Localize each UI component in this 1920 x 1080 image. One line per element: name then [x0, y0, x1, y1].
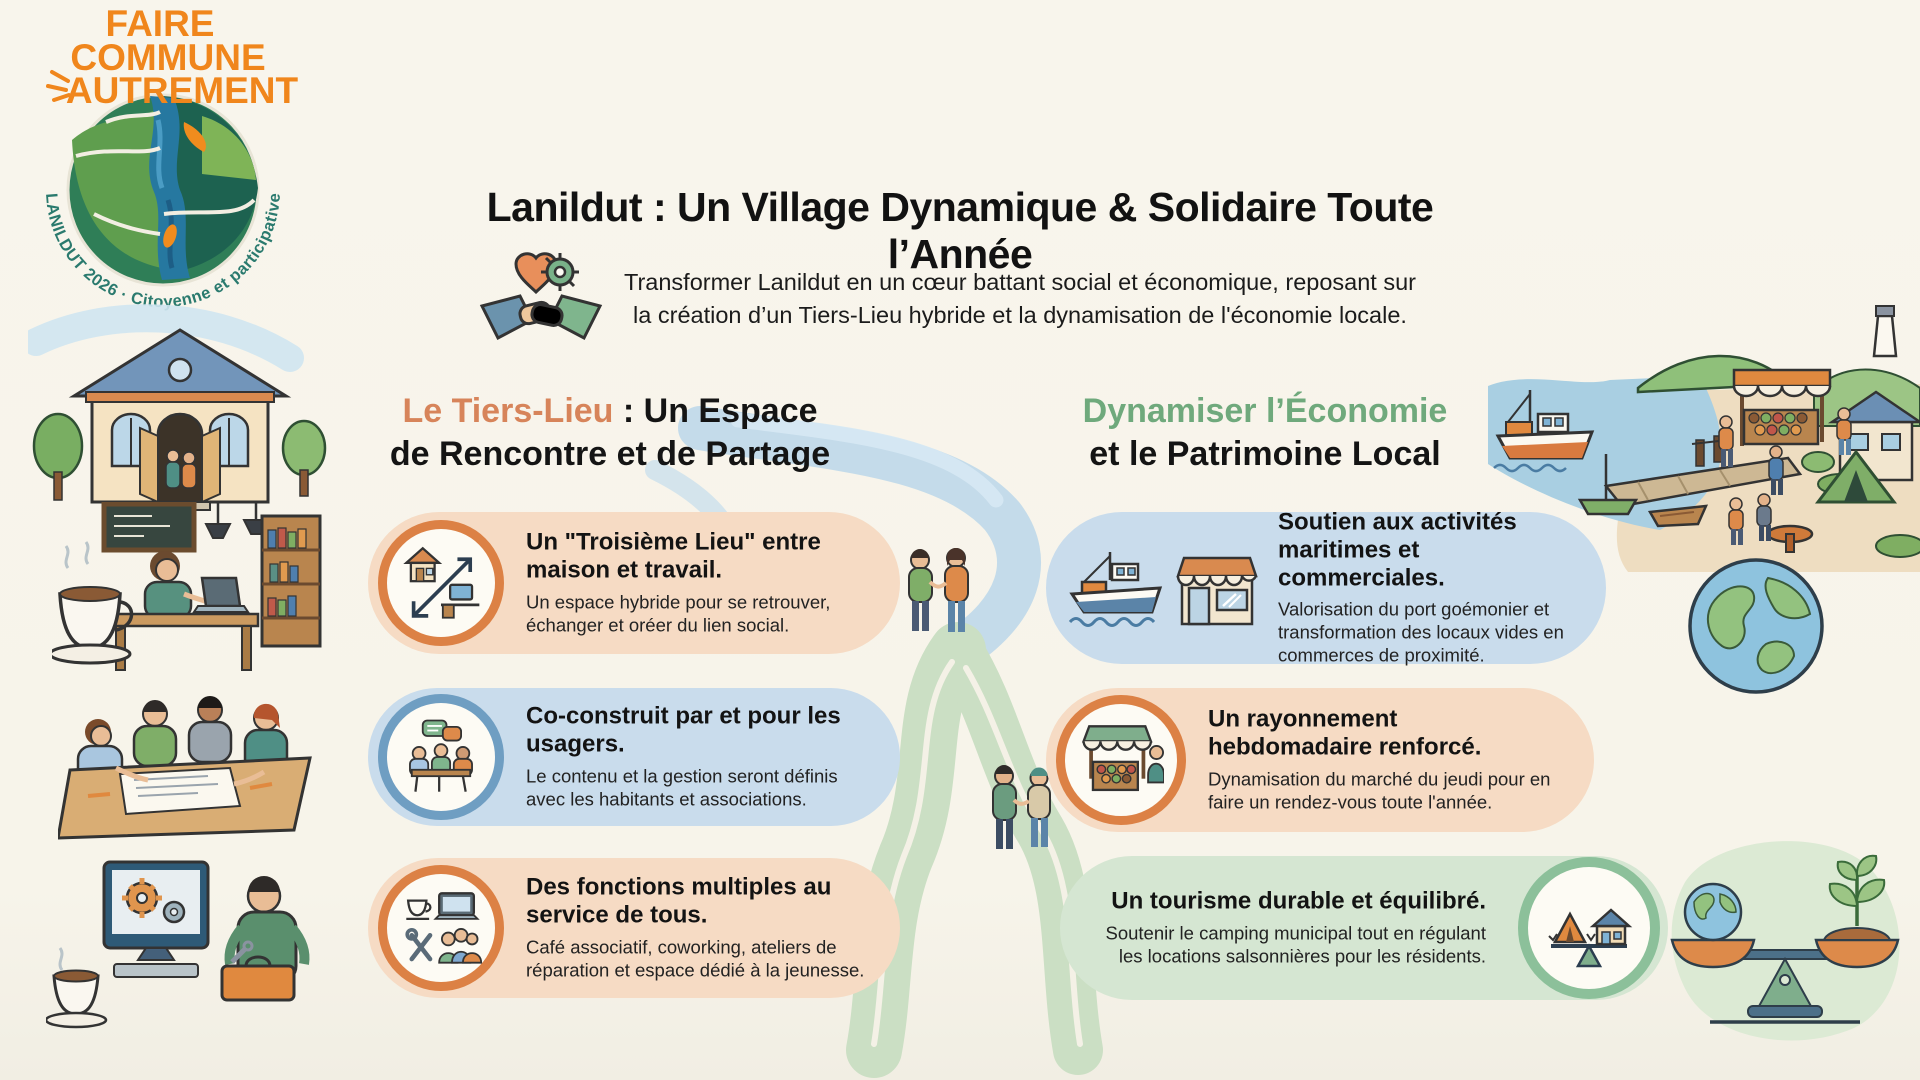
- logo-sunburst-icon: [46, 70, 71, 102]
- card-rayonnement-hebdomadaire: Un rayonnement hebdomadaire renforcé. Dy…: [1046, 688, 1594, 832]
- card-title: Un rayonnement hebdomadaire renforcé.: [1208, 705, 1482, 761]
- card-troisieme-lieu: Un "Troisième Lieu" entre maison et trav…: [368, 512, 900, 654]
- logo-faire-commune-autrement: FAIRE COMMUNE AUTREMENT LANILDUT 2026 · …: [42, 3, 299, 311]
- card-body: Le contenu et la gestion seront définis …: [526, 765, 838, 810]
- logo-wordmark-line2: COMMUNE: [70, 37, 265, 78]
- card-body: Soutenir le camping municipal tout en ré…: [1105, 922, 1486, 967]
- cafe-coworking-illustration: [52, 502, 322, 671]
- meeting-table-icon: [378, 694, 504, 820]
- co-construction-table-illustration: [58, 696, 312, 840]
- repair-workshop-illustration: [46, 860, 310, 1029]
- tent-house-balance-icon: [1518, 857, 1660, 999]
- card-title: Des fonctions multiples au service de to…: [526, 873, 832, 929]
- community-building-illustration: [28, 304, 327, 511]
- section-heading-tiers-lieu: Le Tiers-Lieu : Un Espace de Rencontre e…: [389, 392, 831, 473]
- card-body: Un espace hybride pour se retrouver, éch…: [526, 591, 831, 636]
- market-stall-icon: [1056, 695, 1186, 825]
- intro-line2: la création d’un Tiers-Lieu hybride et l…: [633, 302, 1407, 329]
- card-tourisme-durable: Un tourisme durable et équilibré. Souten…: [1060, 856, 1668, 1000]
- card-title: Un tourisme durable et équilibré.: [1111, 887, 1486, 915]
- harbor-market-illustration: [1488, 305, 1920, 572]
- logo-wordmark-line3: AUTREMENT: [66, 70, 299, 111]
- multi-services-icon: [378, 865, 504, 991]
- card-co-construit: Co-construit par et pour les usagers. Le…: [368, 688, 900, 826]
- card-body: Valorisation du port goémonier et transf…: [1278, 598, 1564, 666]
- card-title: Co-construit par et pour les usagers.: [526, 702, 841, 758]
- page-title: Lanildut : Un Village Dynamique & Solida…: [486, 184, 1434, 277]
- heading-accent: Dynamiser l’Économie: [1082, 392, 1448, 430]
- card-body: Café associatif, coworking, ateliers de …: [526, 936, 865, 981]
- card-title: Soutien aux activités maritimes et comme…: [1278, 508, 1517, 592]
- logo-wordmark-line1: FAIRE: [106, 3, 215, 44]
- home-work-arrows-icon: [378, 520, 504, 646]
- card-fonctions-multiples: Des fonctions multiples au service de to…: [368, 858, 900, 998]
- intro-paragraph: Transformer Lanildut en un cœur battant …: [600, 266, 1440, 333]
- card-body: Dynamisation du marché du jeudi pour en …: [1208, 768, 1551, 813]
- heading-accent: Le Tiers-Lieu: [402, 392, 614, 430]
- handshake-heart-gear-icon: [479, 252, 603, 341]
- globe-illustration: [1688, 558, 1824, 694]
- card-title: Un "Troisième Lieu" entre maison et trav…: [526, 528, 821, 584]
- earth-plant-scales-illustration: [1670, 841, 1900, 1041]
- storefront-icon: [1176, 556, 1258, 626]
- intro-line1: Transformer Lanildut en un cœur battant …: [623, 269, 1416, 295]
- card-activites-maritimes: Soutien aux activités maritimes et comme…: [1046, 508, 1606, 666]
- section-heading-economie: Dynamiser l’Économie et le Patrimoine Lo…: [1082, 392, 1448, 473]
- fishing-boat-icon: [1068, 552, 1163, 627]
